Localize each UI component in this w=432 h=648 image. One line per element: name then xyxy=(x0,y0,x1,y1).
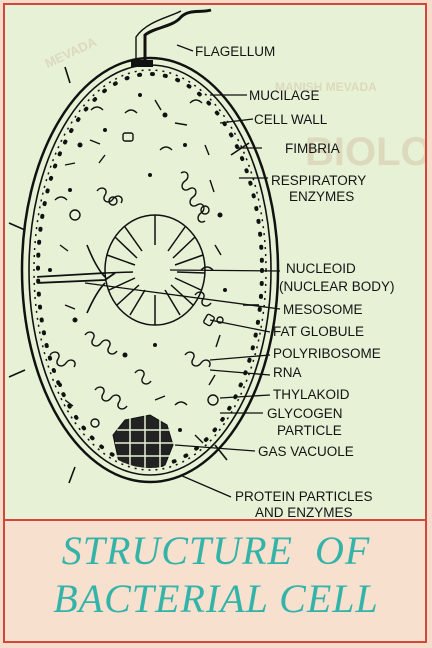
label-fat-globule: FAT GLOBULE xyxy=(273,324,364,339)
polyribosomes xyxy=(49,171,212,410)
caption-line-2: BACTERIAL CELL xyxy=(53,576,379,621)
label-nuclear-body: (NUCLEAR BODY) xyxy=(279,279,395,294)
label-gas-vacuole: GAS VACUOLE xyxy=(258,444,354,459)
label-glycogen-particle-2: PARTICLE xyxy=(277,423,342,438)
label-protein-particles-2: AND ENZYMES xyxy=(255,505,353,520)
label-flagellum: FLAGELLUM xyxy=(195,44,275,59)
leader-lines xyxy=(84,44,281,498)
bacterial-cell-diagram: FLAGELLUM MUCILAGE CELL WALL FIMBRIA RES… xyxy=(8,8,395,520)
label-thylakoid: THYLAKOID xyxy=(273,387,350,402)
label-respiratory-enzymes-2: ENZYMES xyxy=(289,189,354,204)
label-glycogen-particle: GLYCOGEN xyxy=(267,406,343,421)
nucleoid xyxy=(104,214,206,326)
label-fimbria: FIMBRIA xyxy=(285,141,340,156)
glycogen-particles xyxy=(69,196,224,428)
gas-vacuole xyxy=(112,414,174,468)
watermark-biology: BIOLOGY xyxy=(305,130,427,174)
label-respiratory-enzymes: RESPIRATORY xyxy=(271,173,366,188)
label-polyribosome: POLYRIBOSOME xyxy=(273,346,381,361)
label-mesosome: MESOSOME xyxy=(283,302,363,317)
flagellum xyxy=(143,8,212,63)
label-nucleoid: NUCLEOID xyxy=(286,261,356,276)
label-rna: RNA xyxy=(273,365,302,380)
label-protein-particles: PROTEIN PARTICLES xyxy=(235,489,373,504)
label-cell-wall: CELL WALL xyxy=(254,112,328,127)
caption-line-1: STRUCTURE OF xyxy=(61,528,371,573)
caption-title: STRUCTURE OF BACTERIAL CELL xyxy=(0,527,432,643)
mesosome xyxy=(37,272,116,284)
label-mucilage: MUCILAGE xyxy=(249,88,320,103)
watermark-manish: MANISH MEVADA xyxy=(275,80,377,94)
mucilage-layer xyxy=(20,56,280,484)
cell-membrane xyxy=(33,69,267,471)
diagram-panel: MEVADA MANISH MEVADA BIOLOGY xyxy=(3,3,427,521)
